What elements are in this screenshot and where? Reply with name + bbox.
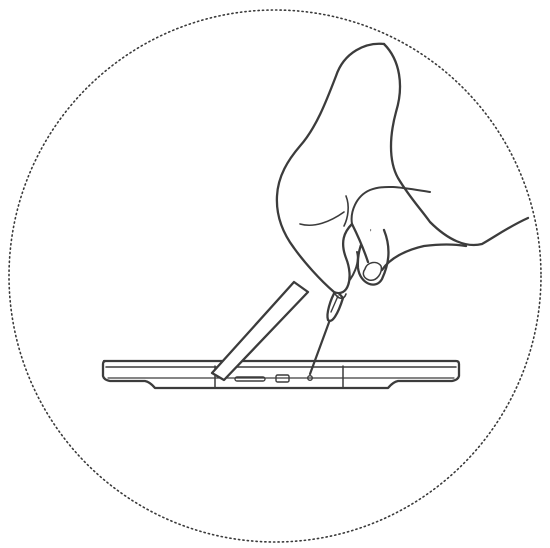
hand [277, 44, 528, 299]
dotted-circle-frame [9, 10, 541, 542]
